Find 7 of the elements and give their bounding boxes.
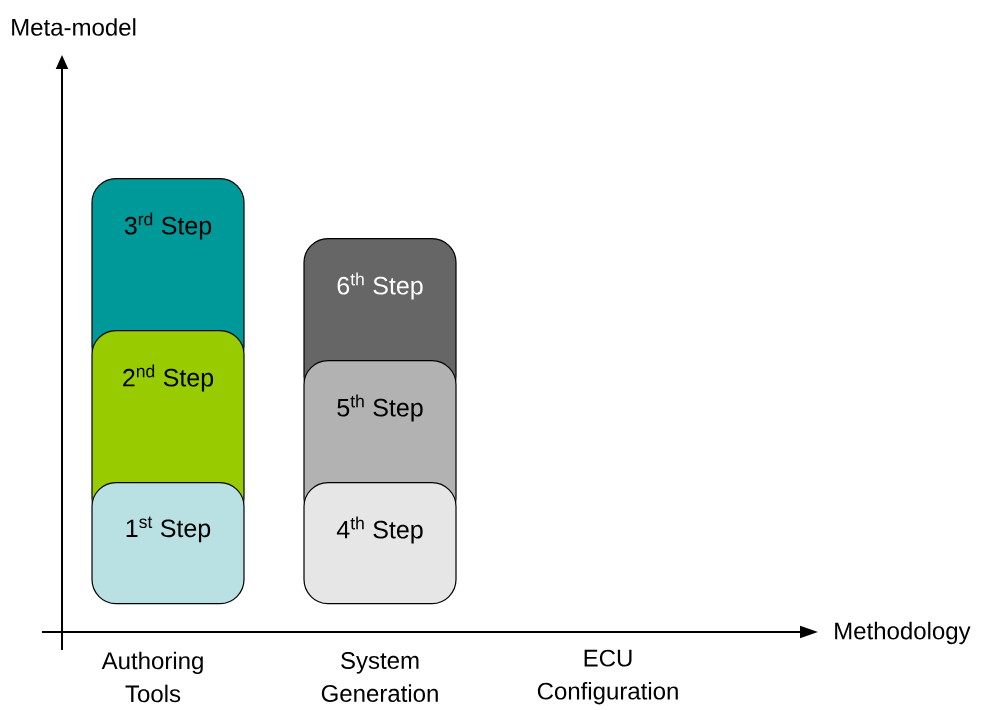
step-box: 4$^{th}$ Step (303, 482, 457, 605)
axis-label: Meta-model (12, 18, 136, 36)
axis-label: Methodology (835, 621, 971, 645)
axis-label: ECU Configuration (537, 649, 678, 705)
axis-label: System Generation (321, 652, 438, 702)
step-box: 1$^{st}$ Step (91, 482, 245, 605)
axis-label: Authoring Tools (101, 651, 203, 703)
